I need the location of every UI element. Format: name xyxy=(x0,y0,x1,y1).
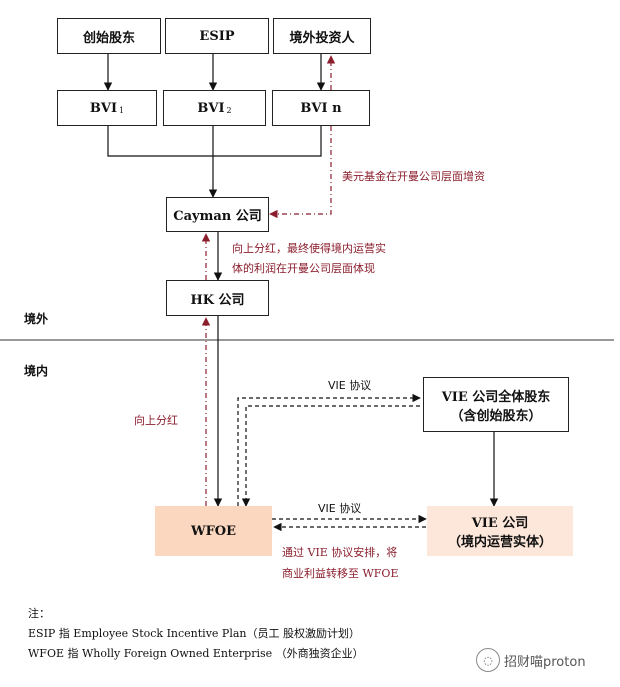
region-offshore: 境外 xyxy=(24,312,49,326)
box-vie-company: VIE 公司 （境内运营实体） xyxy=(427,506,573,556)
watermark-text: 招财喵proton xyxy=(504,654,586,670)
watermark: ◌ 招财喵proton xyxy=(476,648,586,672)
vie-agreement-line-to-wfoe xyxy=(241,405,420,507)
notes-heading: 注： xyxy=(28,607,50,620)
box-foreign-investor-label: 境外投资人 xyxy=(289,30,355,46)
box-esip: ESIP xyxy=(165,18,269,54)
note-wfoe: WFOE 指 Wholly Foreign Owned Enterprise （… xyxy=(28,647,364,660)
label-dividend-up-line2: 体的利润在开曼公司层面体现 xyxy=(232,262,375,275)
note-esip: ESIP 指 Employee Stock Incentive Plan（员工 … xyxy=(28,627,360,640)
region-onshore: 境内 xyxy=(24,364,49,378)
box-vie-company-line2: （境内运营实体） xyxy=(447,535,552,550)
box-hk-label: HK 公司 xyxy=(190,292,245,308)
label-dividend-up-short: 向上分红 xyxy=(134,414,178,427)
box-vie-shareholders: VIE 公司全体股东 （含创始股东） xyxy=(423,377,569,432)
box-vie-shareholders-line1: VIE 公司全体股东 xyxy=(441,389,551,405)
box-bvi1-label: BVI xyxy=(89,100,118,116)
box-founder-label: 创始股东 xyxy=(82,30,135,46)
box-vie-shareholders-line2: （含创始股东） xyxy=(450,408,542,424)
box-bvi2-label: BVI xyxy=(197,100,225,116)
wechat-icon: ◌ xyxy=(476,648,500,672)
label-vie-agreement-bottom: VIE 协议 xyxy=(318,502,362,515)
label-usd-fund: 美元基金在开曼公司层面增资 xyxy=(342,170,485,183)
label-transfer-line2: 商业利益转移至 WFOE xyxy=(282,567,399,580)
box-wfoe: WFOE xyxy=(155,506,272,556)
box-bvi1-subscript: 1 xyxy=(119,106,125,115)
box-bvi2-subscript: 2 xyxy=(226,106,232,115)
box-bvin-label: BVI n xyxy=(300,100,342,116)
label-vie-agreement-top: VIE 协议 xyxy=(328,379,372,392)
arrow-usd-fund-cayman xyxy=(269,126,332,219)
vie-agreement-line-to-shareholders xyxy=(237,393,421,506)
box-hk: HK 公司 xyxy=(166,280,269,316)
box-cayman-label: Cayman 公司 xyxy=(173,209,262,224)
label-dividend-up-line1: 向上分红，最终使得境内运营实 xyxy=(232,242,386,255)
label-transfer-line1: 通过 VIE 协议安排，将 xyxy=(282,546,398,559)
bracket-bvi-to-cayman xyxy=(107,126,322,157)
box-founder: 创始股东 xyxy=(57,18,161,54)
box-cayman: Cayman 公司 xyxy=(166,197,269,232)
box-vie-company-line1: VIE 公司 xyxy=(471,516,529,531)
box-foreign-investor: 境外投资人 xyxy=(273,18,371,54)
box-bvin: BVI n xyxy=(272,90,370,126)
box-wfoe-label: WFOE xyxy=(190,523,237,539)
box-esip-label: ESIP xyxy=(199,28,235,44)
notes: 注： ESIP 指 Employee Stock Incentive Plan（… xyxy=(28,604,364,664)
